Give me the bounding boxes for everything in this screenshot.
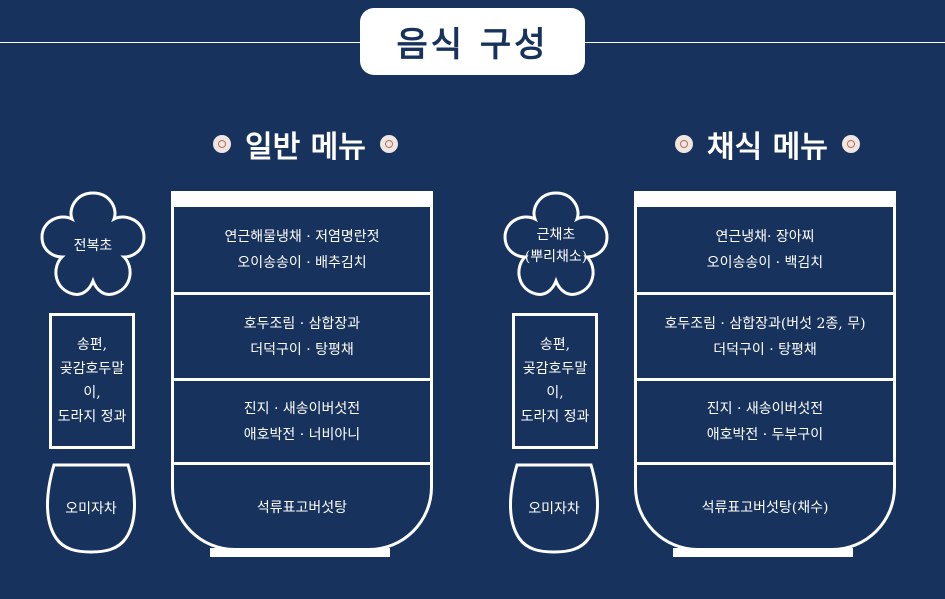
flower-medallion-icon: [213, 135, 231, 153]
bowl-rim: [171, 191, 433, 207]
flower-medallion-icon: [675, 135, 693, 153]
course-divider: [637, 292, 893, 295]
course-row: 호두조림 · 삼합장과 더덕구이 · 탕평채: [174, 295, 430, 378]
vegetarian-menu-title: 채식 메뉴: [707, 130, 828, 165]
header-line-right: [585, 42, 945, 43]
vegetarian-course-bowl: 연근냉채· 장아찌 오이송송이 · 백김치 호두조림 · 삼합장과(버섯 2종,…: [634, 191, 896, 551]
regular-tea-cup: 오미자차: [46, 462, 136, 554]
regular-dessert-box: 송편, 곶감호두말이, 도라지 정과: [49, 313, 135, 449]
regular-flower-dish: 전복초: [34, 187, 152, 305]
course-row: 연근냉채· 장아찌 오이송송이 · 백김치: [637, 207, 893, 292]
header-line-left: [0, 42, 360, 43]
dessert-line: 도라지 정과: [520, 409, 590, 425]
dessert-line: 곶감호두말이,: [59, 361, 125, 401]
flower-medallion-icon: [379, 135, 398, 153]
course-divider: [174, 462, 430, 465]
course-row: 진지 · 새송이버섯전 애호박전 · 두부구이: [637, 381, 893, 462]
vegetarian-menu-title-group: 채식 메뉴: [675, 122, 860, 166]
page-title: 음식 구성: [360, 8, 585, 75]
course-line: 진지 · 새송이버섯전: [243, 400, 361, 417]
course-row: 진지 · 새송이버섯전 애호박전 · 너비아니: [174, 381, 430, 462]
bowl-rim: [634, 191, 896, 207]
flower-dish-line: (뿌리채소): [524, 249, 588, 265]
course-divider: [174, 292, 430, 295]
dessert-line: 도라지 정과: [57, 409, 127, 425]
course-line: 더덕구이 · 탕평채: [250, 341, 354, 358]
vegetarian-tea-cup: 오미자차: [509, 462, 599, 554]
course-line: 오이송송이 · 백김치: [706, 254, 824, 271]
course-line: 애호박전 · 너비아니: [243, 426, 361, 443]
course-line: 석류표고버섯탕: [256, 500, 348, 516]
vegetarian-flower-dish: 근채초 (뿌리채소): [497, 187, 615, 305]
tea-label: 오미자차: [528, 501, 580, 517]
course-row: 석류표고버섯탕(채수): [637, 465, 893, 551]
course-line: 오이송송이 · 배추김치: [237, 254, 367, 271]
course-row: 석류표고버섯탕: [174, 465, 430, 551]
course-line: 진지 · 새송이버섯전: [706, 400, 824, 417]
regular-course-bowl: 연근해물냉채 · 저염명란젓 오이송송이 · 배추김치 호두조림 · 삼합장과 …: [171, 191, 433, 551]
regular-menu-title: 일반 메뉴: [245, 130, 366, 165]
course-divider: [637, 462, 893, 465]
dessert-line: 송편,: [76, 337, 108, 353]
course-line: 호두조림 · 삼합장과(버섯 2종, 무): [664, 315, 866, 332]
course-divider: [637, 378, 893, 381]
course-row: 호두조림 · 삼합장과(버섯 2종, 무) 더덕구이 · 탕평채: [637, 295, 893, 378]
course-line: 애호박전 · 두부구이: [706, 426, 824, 443]
bowl-foot: [210, 548, 390, 557]
flower-medallion-icon: [841, 135, 860, 153]
course-line: 연근해물냉채 · 저염명란젓: [224, 228, 380, 245]
flower-dish-line: 전복초: [73, 238, 113, 254]
course-line: 연근냉채· 장아찌: [715, 228, 815, 245]
tea-label: 오미자차: [65, 501, 117, 517]
course-line: 호두조림 · 삼합장과: [243, 315, 361, 332]
dessert-line: 송편,: [539, 337, 571, 353]
course-line: 더덕구이 · 탕평채: [713, 341, 817, 358]
course-row: 연근해물냉채 · 저염명란젓 오이송송이 · 배추김치: [174, 207, 430, 292]
flower-dish-line: 근채초: [536, 227, 576, 243]
course-line: 석류표고버섯탕(채수): [701, 500, 829, 516]
dessert-line: 곶감호두말이,: [522, 361, 588, 401]
course-divider: [174, 378, 430, 381]
vegetarian-dessert-box: 송편, 곶감호두말이, 도라지 정과: [512, 313, 598, 449]
regular-menu-title-group: 일반 메뉴: [213, 122, 398, 166]
bowl-foot: [673, 548, 853, 557]
